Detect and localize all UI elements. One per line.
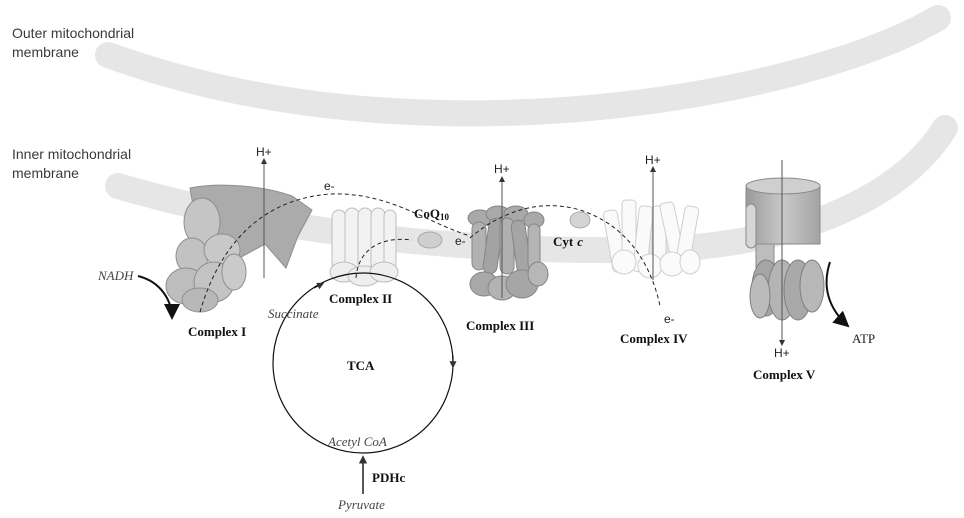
atp-label: ATP bbox=[852, 331, 875, 346]
coq10-label-sub: 10 bbox=[440, 212, 450, 222]
complex-ii-shape bbox=[330, 208, 398, 286]
cyt-c-label-italic: c bbox=[577, 234, 583, 249]
complex-v-label: Complex V bbox=[753, 367, 816, 382]
succinate-label: Succinate bbox=[268, 306, 319, 321]
complex-i-label: Complex I bbox=[188, 324, 246, 339]
nadh-label: NADH bbox=[97, 268, 134, 283]
pdhc-label: PDHc bbox=[372, 470, 405, 485]
coq10-label-main: CoQ bbox=[414, 206, 440, 221]
outer-membrane bbox=[108, 18, 938, 113]
coq10-label: CoQ10 bbox=[414, 206, 450, 222]
outer-membrane-label-2: membrane bbox=[12, 44, 79, 60]
electron-label-2: e- bbox=[455, 234, 466, 248]
complex-ii-label: Complex II bbox=[329, 291, 392, 306]
complex-iii-label: Complex III bbox=[466, 318, 534, 333]
outer-membrane-label-1: Outer mitochondrial bbox=[12, 25, 134, 41]
complex-v-shape bbox=[746, 178, 824, 320]
inner-membrane-label-1: Inner mitochondrial bbox=[12, 146, 131, 162]
proton-label-c4: H+ bbox=[645, 153, 661, 167]
complex-iv-label: Complex IV bbox=[620, 331, 688, 346]
cyt-c-shape bbox=[570, 212, 590, 228]
pyruvate-label: Pyruvate bbox=[337, 497, 385, 512]
electron-label-3: e- bbox=[664, 312, 675, 326]
atp-arrow bbox=[827, 262, 848, 326]
complex-iii-shape bbox=[468, 206, 548, 300]
acetyl-coa-label: Acetyl CoA bbox=[327, 434, 387, 449]
inner-membrane-label-2: membrane bbox=[12, 165, 79, 181]
proton-label-c5: H+ bbox=[774, 346, 790, 360]
proton-label-c3: H+ bbox=[494, 162, 510, 176]
proton-label-c1: H+ bbox=[256, 145, 272, 159]
electron-label-1: e- bbox=[324, 179, 335, 193]
coq10-shape bbox=[418, 232, 442, 248]
cyt-c-label-main: Cyt bbox=[553, 234, 574, 249]
tca-label: TCA bbox=[347, 358, 375, 373]
